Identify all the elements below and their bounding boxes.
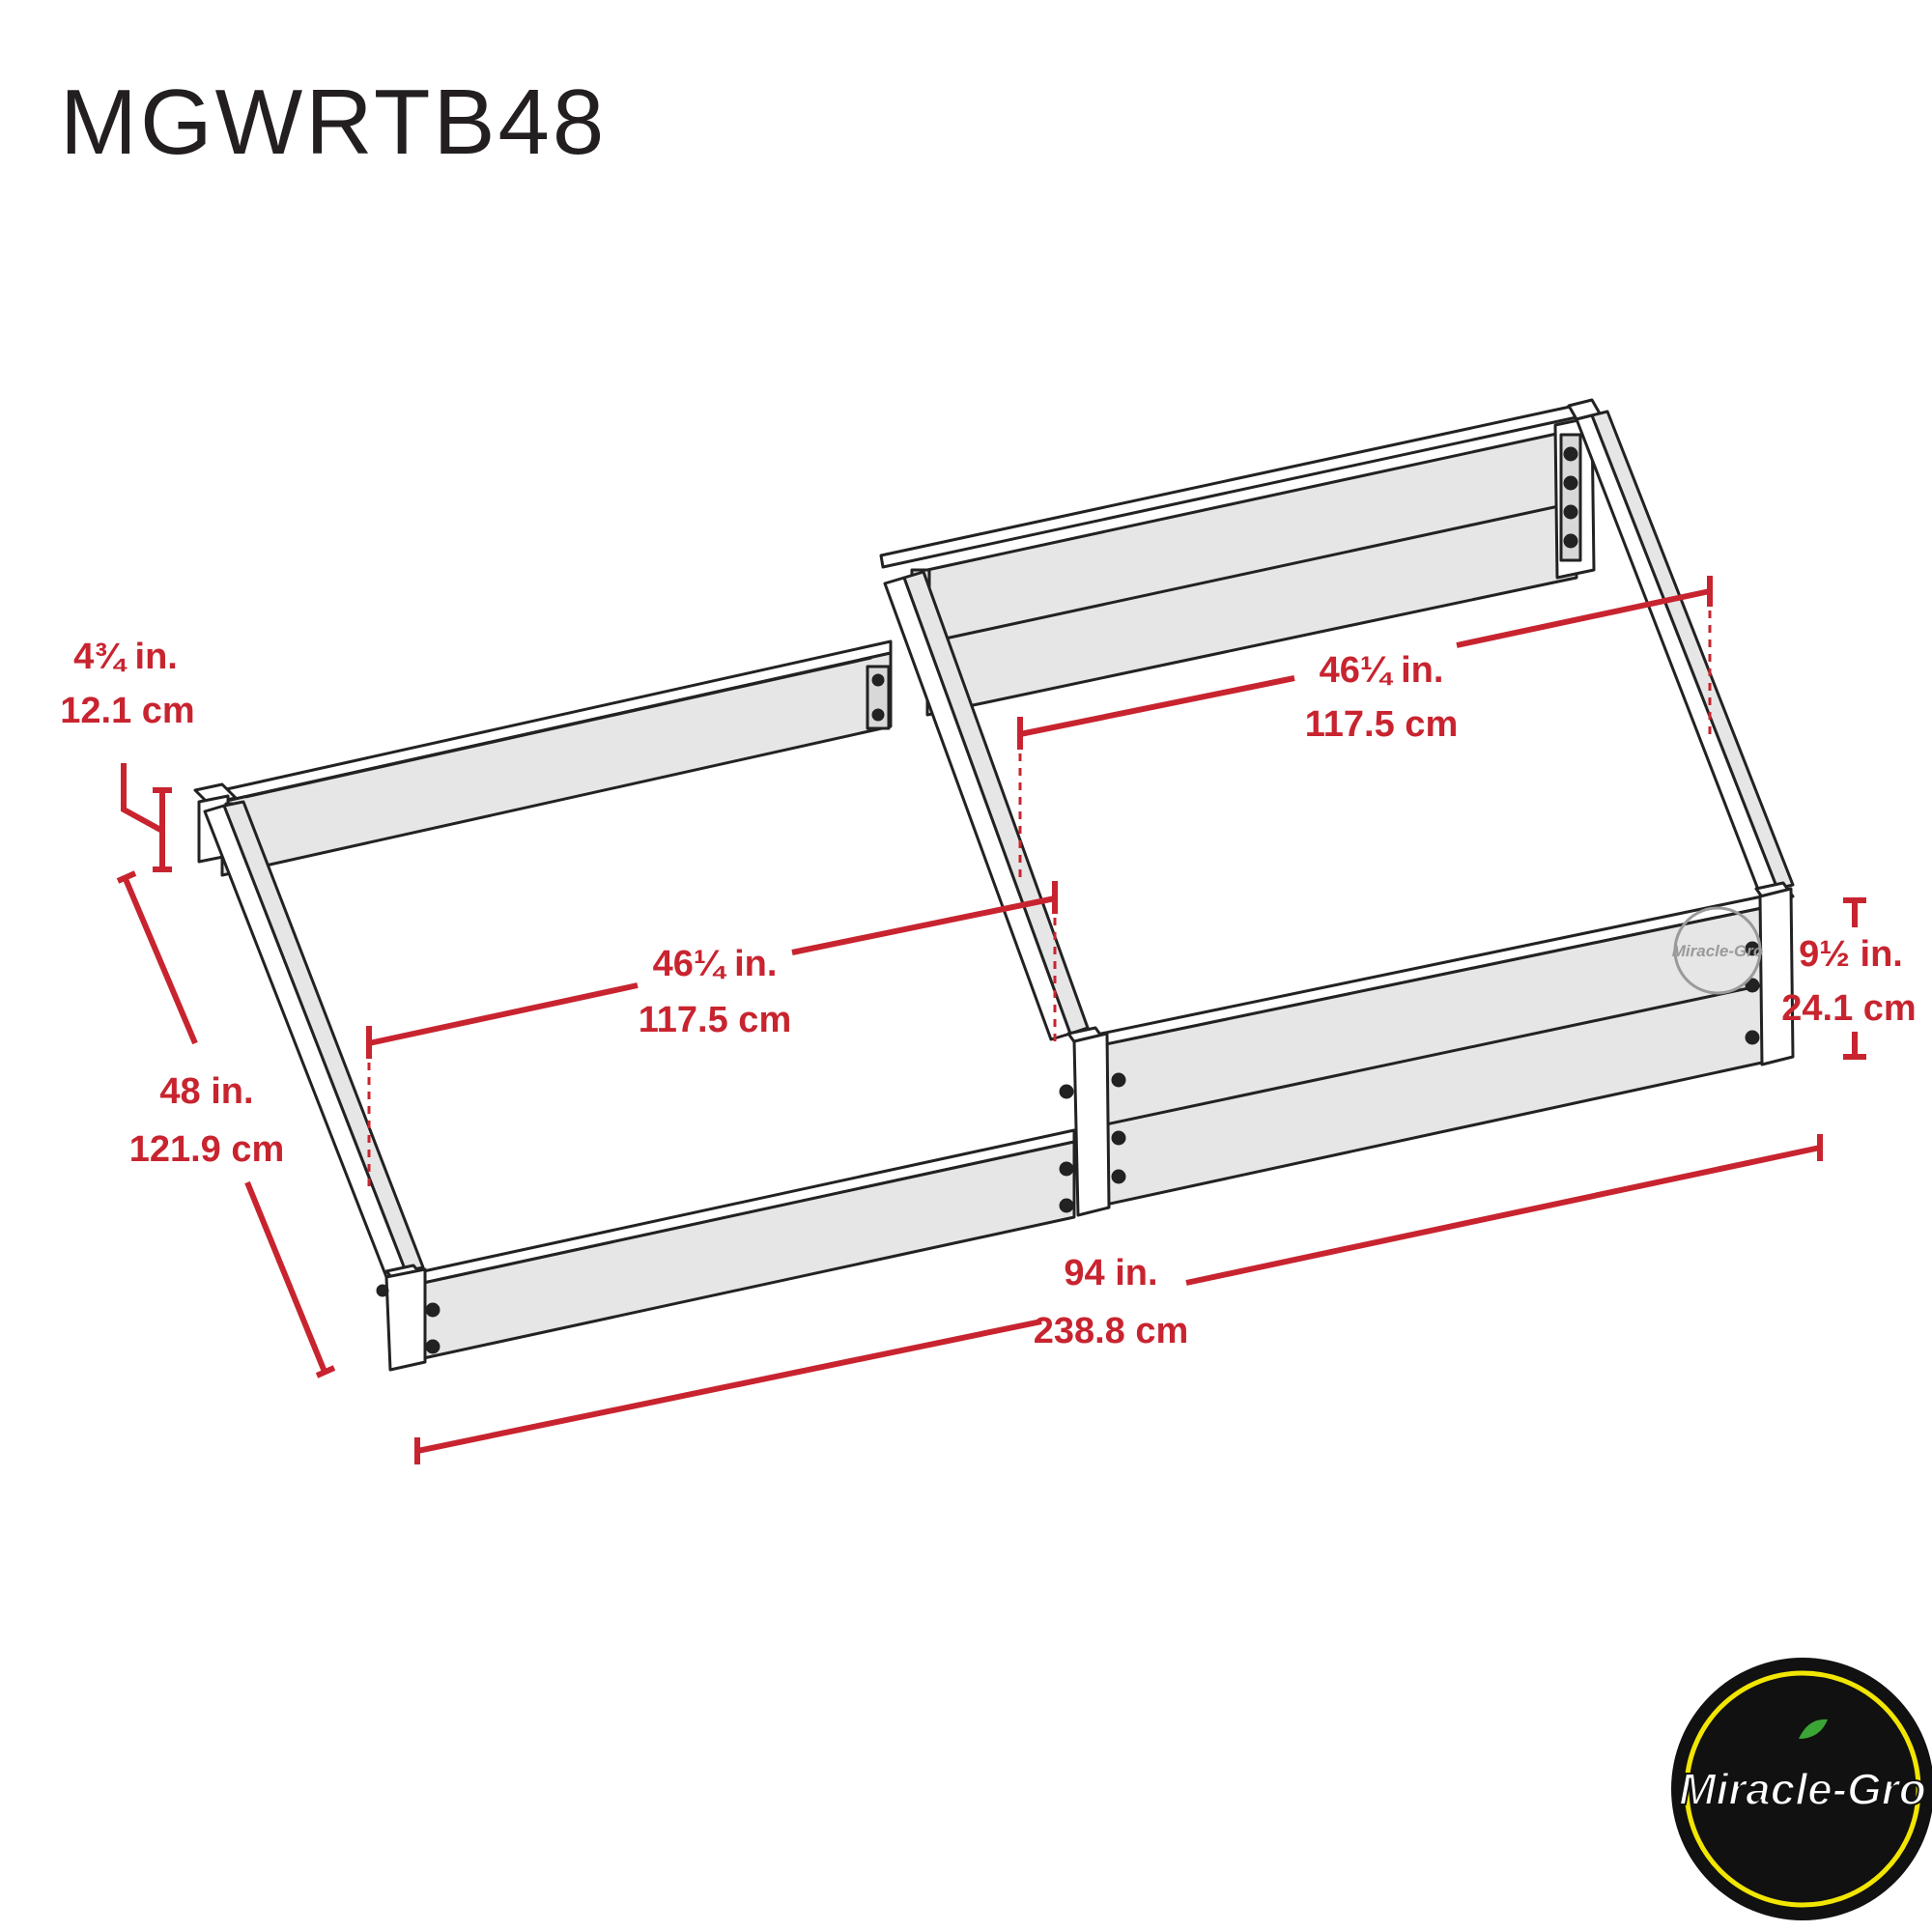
leaf-icon xyxy=(1799,1719,1828,1739)
left-section-metric: 117.5 cm xyxy=(639,1000,791,1040)
bed-width-metric: 121.9 cm xyxy=(129,1129,285,1170)
back-left-board xyxy=(220,639,893,877)
right-side-board xyxy=(1575,410,1795,896)
raised-bed-drawing: Miracle-Gro xyxy=(193,398,1795,1372)
front-left-post xyxy=(376,1264,440,1372)
bed-height-dimension-line xyxy=(1843,897,1866,1060)
front-right-post xyxy=(1745,881,1795,1066)
bed-width-dimension-line xyxy=(116,870,336,1378)
back-right-board xyxy=(879,404,1578,717)
bed-length-imperial: 94 in. xyxy=(1064,1253,1157,1293)
post-width-dimension-line xyxy=(121,763,172,872)
dimension-labels: 4¾ in. 12.1 cm 48 in. 121.9 cm 46¼ in. 1… xyxy=(60,637,1916,1351)
post-width-imperial: 4¾ in. xyxy=(73,637,178,677)
board-brand-badge: Miracle-Gro xyxy=(1672,906,1763,995)
bed-height-metric: 24.1 cm xyxy=(1781,988,1916,1029)
front-left-board xyxy=(404,1128,1076,1364)
bed-length-metric: 238.8 cm xyxy=(1034,1311,1189,1351)
logo-text: Miracle-Gro xyxy=(1679,1764,1926,1814)
right-section-imperial: 46¼ in. xyxy=(1320,650,1444,691)
left-side-board xyxy=(203,800,425,1279)
right-section-dimension-line xyxy=(1017,576,1713,879)
post-width-metric: 12.1 cm xyxy=(60,691,194,731)
miracle-gro-logo: Miracle-Gro xyxy=(1671,1658,1932,1920)
bed-length-dimension-line xyxy=(414,1134,1823,1464)
left-section-imperial: 46¼ in. xyxy=(653,944,778,984)
left-section-dimension-line xyxy=(366,881,1058,1188)
front-right-board xyxy=(1099,895,1764,1208)
bed-width-imperial: 48 in. xyxy=(159,1071,253,1112)
svg-text:Miracle-Gro: Miracle-Gro xyxy=(1672,942,1763,960)
bed-height-imperial: 9½ in. xyxy=(1799,934,1903,975)
dimension-lines xyxy=(116,576,1866,1464)
right-section-metric: 117.5 cm xyxy=(1305,704,1458,745)
product-title: MGWRTB48 xyxy=(60,71,608,174)
center-front-post xyxy=(1059,1026,1126,1217)
